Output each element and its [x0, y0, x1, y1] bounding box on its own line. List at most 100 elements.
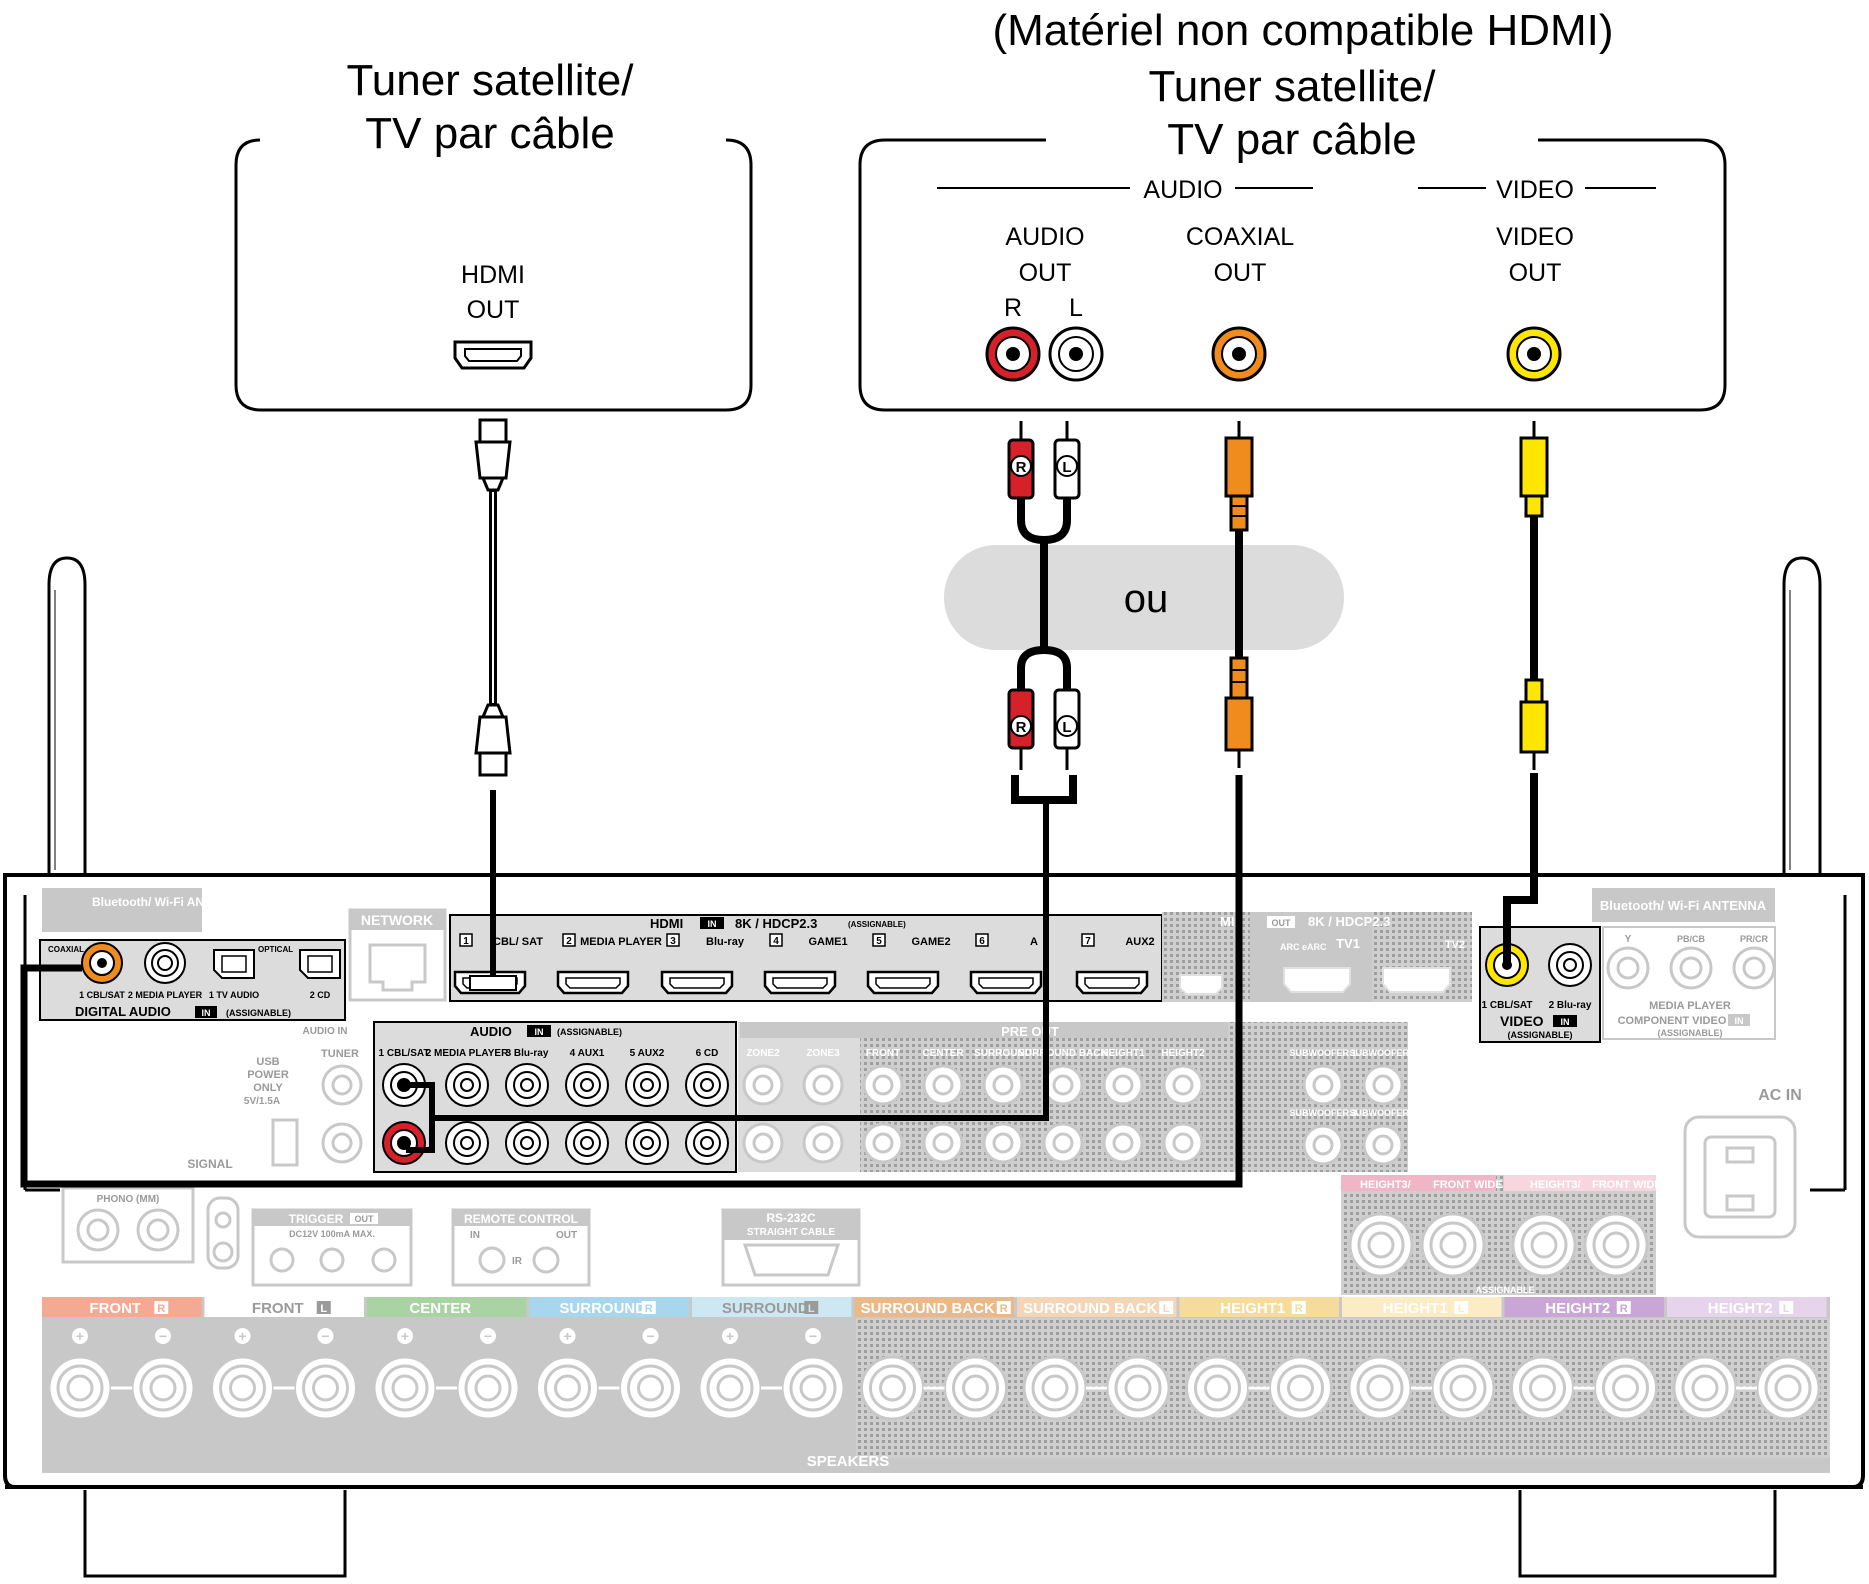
hdmi-out-out: OUT [1272, 918, 1292, 928]
coaxial-out-jack [1211, 326, 1267, 382]
audio-out-l-jack [1048, 326, 1104, 382]
video-in-port2-label: 2 Blu-ray [1549, 1000, 1592, 1011]
front-wide-l-label: FRONT WIDE [1592, 1179, 1662, 1191]
alternative-label: ou [1124, 577, 1169, 621]
optical-2-port [299, 949, 341, 979]
speaker-side-label: L [1163, 1303, 1170, 1315]
svg-text:+: + [76, 1328, 84, 1344]
rca-audio-cable: R L R L [406, 421, 1081, 1153]
hdmi-in-port-label: A [1030, 936, 1038, 948]
video-in-assignable: (ASSIGNABLE) [1508, 1030, 1573, 1040]
phono-label: PHONO (MM) [97, 1194, 160, 1205]
speaker-side-label: R [645, 1303, 653, 1315]
preout-zone-label: HEIGHT2 [1161, 1048, 1205, 1059]
digital-audio-title: DIGITAL AUDIO [75, 1004, 171, 1019]
digital-port2-label: 2 MEDIA PLAYER [128, 990, 203, 1000]
video-in-section: 1 CBL/SAT 2 Blu-ray VIDEO IN (ASSIGNABLE… [1479, 926, 1601, 1043]
front-wide-r-label: FRONT WIDE [1433, 1179, 1503, 1191]
audio-in-port-label: 4 AUX1 [570, 1048, 605, 1059]
speaker-group-label: HEIGHT2 [1708, 1300, 1773, 1317]
remote-in-label: IN [470, 1230, 480, 1241]
video-in-in: IN [1561, 1017, 1570, 1027]
usb-line4: 5V/1.5A [244, 1096, 280, 1107]
non-hdmi-note: (Matériel non compatible HDMI) [992, 6, 1613, 55]
audio-out-r-jack [985, 326, 1041, 382]
audio-out-label-2: OUT [1019, 259, 1072, 287]
antenna-right-label: Bluetooth/ Wi-Fi ANTENNA [1600, 898, 1767, 913]
right-device-title-2: TV par câble [1167, 115, 1416, 164]
coaxial-cable [20, 421, 1254, 1188]
svg-text:−: − [484, 1328, 492, 1344]
preout-zone-label: ZONE2 [746, 1048, 780, 1059]
speaker-group-label: FRONT [252, 1300, 304, 1317]
speaker-side-label: R [1295, 1303, 1303, 1315]
hdmi-in-port [1075, 970, 1149, 995]
speaker-side-label: R [1000, 1303, 1008, 1315]
component-in: IN [1735, 1016, 1744, 1026]
rca-l-plug-top-label: L [1062, 459, 1071, 476]
speaker-band [1017, 1297, 1177, 1317]
antenna-right-label-box [1592, 888, 1775, 922]
left-device-title-2: TV par câble [365, 109, 614, 158]
speaker-side-label: L [1783, 1303, 1790, 1315]
svg-text:−: − [321, 1328, 329, 1344]
hdmi-in-port [556, 970, 630, 995]
hdmi-out-label-1: HDMI [461, 261, 525, 289]
digital-port3-label: 1 TV AUDIO [209, 990, 259, 1000]
hdmi-in-in: IN [708, 919, 717, 929]
chassis-outline [3, 873, 1865, 1475]
speaker-group-label: SURROUND BACK [1023, 1300, 1157, 1317]
preout-zone-label: FRONT [866, 1048, 900, 1059]
digital-port4-label: 2 CD [310, 990, 331, 1000]
hdmi-in-port-label: GAME1 [808, 936, 847, 948]
preout-zone-label: CENTER [922, 1048, 964, 1059]
ac-in-label: AC IN [1758, 1087, 1802, 1104]
rs232c-sub-label: STRAIGHT CABLE [747, 1227, 836, 1238]
audio-in-port-label: 3 Blu-ray [506, 1048, 549, 1059]
right-foot [1518, 1490, 1777, 1578]
hdmi-in-spec: 8K / HDCP2.3 [735, 916, 817, 931]
subwoofer-label: SUBWOOFER 3 [1289, 1108, 1356, 1118]
right-device: (Matériel non compatible HDMI) Tuner sat… [858, 6, 1727, 412]
hdmi-in-assignable: (ASSIGNABLE) [848, 920, 906, 929]
hdmi-out-title: MI [1220, 914, 1234, 929]
rs232c-label: RS-232C [766, 1211, 816, 1225]
coaxial-plug-bottom [1224, 696, 1254, 752]
component-line1: MEDIA PLAYER [1649, 1000, 1731, 1012]
rca-r-plug-bottom-label: R [1016, 719, 1027, 736]
speaker-side-label: R [157, 1303, 165, 1315]
speaker-group-label: HEIGHT2 [1545, 1300, 1610, 1317]
coaxial-out-label-1: COAXIAL [1186, 223, 1294, 251]
subwoofer-label: SUBWOOFER 4 [1349, 1108, 1416, 1118]
video-plug-bottom [1519, 700, 1549, 754]
audio-out-l-label: L [1069, 294, 1083, 322]
video-cable [1503, 421, 1549, 962]
svg-text:−: − [159, 1328, 167, 1344]
subwoofer-label: SUBWOOFER 1 [1289, 1048, 1356, 1058]
speaker-side-label: L [1458, 1303, 1465, 1315]
ac-in-socket [1683, 1115, 1797, 1239]
component-line2: COMPONENT VIDEO [1618, 1015, 1727, 1027]
hdmi-in-port-number: 6 [979, 936, 985, 947]
audio-in-assignable: (ASSIGNABLE) [557, 1027, 622, 1037]
lower-controls: PHONO (MM) TRIGGER OUT DC12V 100mA MAX. … [61, 1186, 861, 1287]
ac-in-section: AC IN [1683, 1087, 1802, 1239]
hdmi-in-port [969, 970, 1043, 995]
preout-zone-label: SURROUND BACK [1018, 1048, 1108, 1059]
video-group-label: VIDEO [1496, 176, 1574, 204]
svg-text:+: + [726, 1328, 734, 1344]
trigger-label: TRIGGER [289, 1212, 344, 1226]
hdmi-out-tv2: TV2 [1445, 939, 1465, 951]
video-in-2-jack [1548, 943, 1592, 987]
right-antenna [1782, 556, 1822, 875]
subwoofer-label: SUBWOOFER 2 [1349, 1048, 1416, 1058]
digital-port1-label: 1 CBL/SAT [79, 990, 125, 1000]
digital-optical-label: OPTICAL [258, 945, 293, 954]
preout-title: PRE OUT [1001, 1024, 1059, 1039]
left-antenna [47, 556, 87, 875]
remote-control-label: REMOTE CONTROL [464, 1212, 578, 1226]
component-y-label: Y [1625, 934, 1632, 945]
